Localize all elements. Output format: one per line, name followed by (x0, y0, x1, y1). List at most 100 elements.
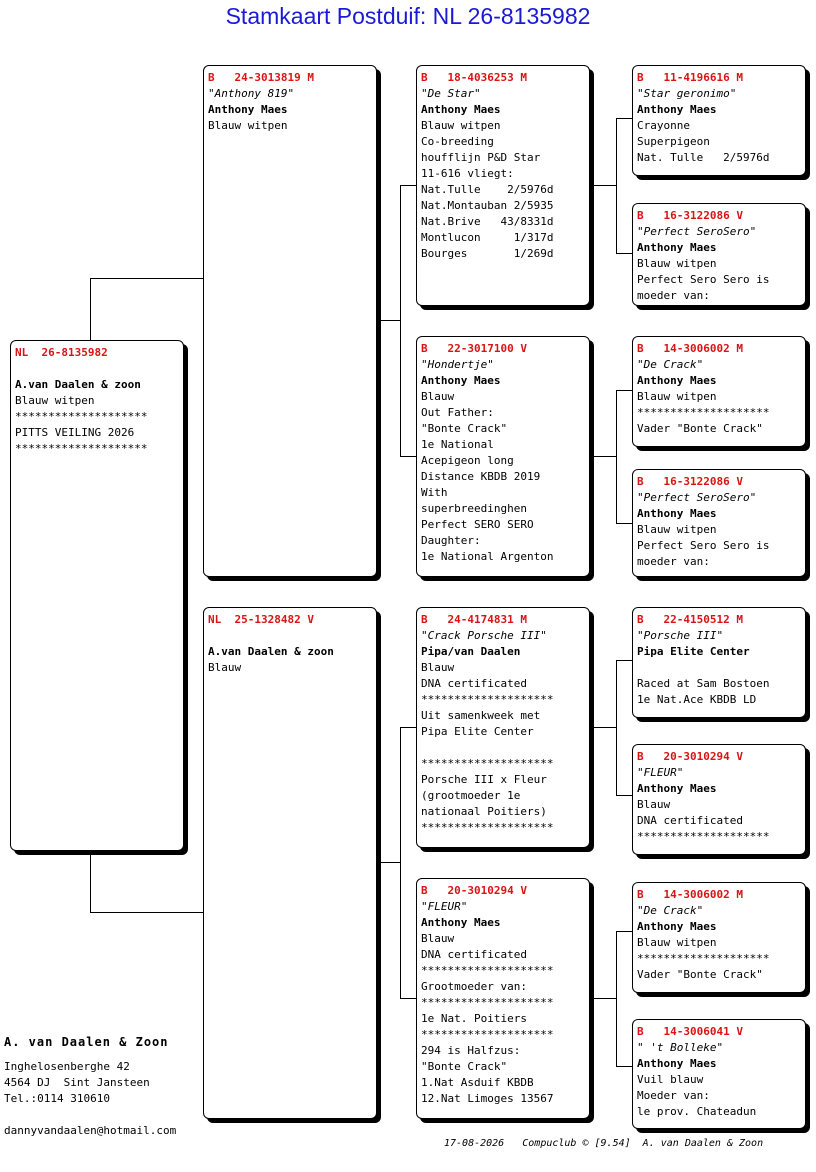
breeder-phone: Tel.:0114 310610 (4, 1092, 110, 1105)
ring-number: B 14-3006002 M (637, 888, 743, 901)
info-line: Blauw (421, 661, 455, 674)
maternal-grandmother-card[interactable]: B 20-3010294 V "FLEUR" Anthony Maes Blau… (416, 878, 590, 1119)
pigeon-name: "Star geronimo" (637, 87, 737, 100)
info-line: Grootmoeder van: (421, 980, 527, 993)
maternal-grandfather-card[interactable]: B 24-4174831 M "Crack Porsche III" Pipa/… (416, 607, 590, 848)
great-grandparent-card-mmm[interactable]: B 14-3006041 V " 't Bolleke" Anthony Mae… (632, 1019, 806, 1129)
owner-name: Anthony Maes (637, 103, 717, 116)
great-grandparent-card-mfm[interactable]: B 20-3010294 V "FLEUR" Anthony Maes Blau… (632, 744, 806, 855)
info-line: Blauw (208, 661, 242, 674)
info-line: ******************** (15, 410, 148, 423)
info-line: Uit samenkweek met (421, 709, 541, 722)
info-line: Blauw witpen (637, 936, 717, 949)
ring-number: B 16-3122086 V (637, 475, 743, 488)
pigeon-name: "Anthony 819" (208, 87, 295, 100)
page-title: Stamkaart Postduif: NL 26-8135982 (225, 3, 591, 29)
ring-number: B 11-4196616 M (637, 71, 743, 84)
info-line: Blauw (637, 798, 671, 811)
connector-line (616, 118, 617, 253)
breeder-email[interactable]: dannyvandaalen@hotmail.com (4, 1124, 177, 1137)
great-grandparent-card-fff[interactable]: B 11-4196616 M "Star geronimo" Anthony M… (632, 65, 806, 176)
info-line: DNA certificated (421, 948, 527, 961)
owner-name: Anthony Maes (208, 103, 288, 116)
info-line: "Bonte Crack" (421, 1060, 508, 1073)
connector-line (376, 320, 401, 321)
owner-name: Anthony Maes (637, 782, 717, 795)
info-line (15, 361, 183, 377)
info-line: Superpigeon (637, 135, 710, 148)
connector-line (616, 660, 633, 661)
mother-pigeon-card[interactable]: NL 25-1328482 V A.van Daalen & zoon Blau… (203, 607, 377, 1119)
ring-number: B 22-3017100 V (421, 342, 527, 355)
owner-name: Pipa/van Daalen (421, 645, 521, 658)
info-line: Acepigeon long (421, 454, 514, 467)
paternal-grandfather-card[interactable]: B 18-4036253 M "De Star" Anthony Maes Bl… (416, 65, 590, 306)
info-line: Co-breeding (421, 135, 494, 148)
info-line: 294 is Halfzus: (421, 1044, 521, 1057)
info-line: superbreedinghen (421, 502, 527, 515)
info-line (421, 740, 589, 756)
info-line: Nat.Tulle 2/5976d (421, 183, 554, 196)
breeder-info: A. van Daalen & Zoon Inghelosenberghe 42… (4, 1031, 176, 1139)
info-line: Blauw witpen (637, 523, 717, 536)
owner-name: Anthony Maes (637, 374, 717, 387)
info-line: Bourges 1/269d (421, 247, 554, 260)
info-line: le prov. Chateadun (637, 1105, 757, 1118)
ring-number: B 22-4150512 M (637, 613, 743, 626)
pigeon-name: "De Crack" (637, 904, 704, 917)
pigeon-name: "FLEUR" (421, 900, 468, 913)
info-line: Montlucon 1/317d (421, 231, 554, 244)
connector-line (616, 523, 633, 524)
subject-pigeon-card[interactable]: NL 26-8135982 A.van Daalen & zoon Blauw … (10, 340, 184, 851)
owner-name: Anthony Maes (421, 103, 501, 116)
info-line: Blauw (421, 390, 455, 403)
ring-number: B 24-3013819 M (208, 71, 314, 84)
paternal-grandmother-card[interactable]: B 22-3017100 V "Hondertje" Anthony Maes … (416, 336, 590, 577)
info-line: ******************** (421, 964, 554, 977)
pigeon-name: "Porsche III" (637, 629, 724, 642)
great-grandparent-card-mff[interactable]: B 22-4150512 M "Porsche III" Pipa Elite … (632, 607, 806, 718)
breeder-address-line: Inghelosenberghe 42 (4, 1060, 130, 1073)
owner-name: Anthony Maes (421, 916, 501, 929)
father-pigeon-card[interactable]: B 24-3013819 M "Anthony 819" Anthony Mae… (203, 65, 377, 577)
pigeon-name: "Perfect SeroSero" (637, 491, 757, 504)
info-line: 1e National (421, 438, 494, 451)
connector-line (616, 660, 617, 795)
great-grandparent-card-fmf[interactable]: B 14-3006002 M "De Crack" Anthony Maes B… (632, 336, 806, 447)
info-line: Nat.Montauban 2/5935 (421, 199, 554, 212)
pigeon-name: "De Star" (421, 87, 481, 100)
info-line: nationaal Poitiers) (421, 805, 547, 818)
info-line: 1.Nat Asduif KBDB (421, 1076, 534, 1089)
ring-number: B 24-4174831 M (421, 613, 527, 626)
connector-line (400, 185, 401, 456)
connector-line (616, 390, 617, 523)
info-line: Nat.Brive 43/8331d (421, 215, 554, 228)
connector-line (400, 998, 417, 999)
info-line: Perfect Sero Sero is (637, 273, 770, 286)
ring-number: B 16-3122086 V (637, 209, 743, 222)
info-line: Blauw (421, 932, 455, 945)
pigeon-name: "Crack Porsche III" (421, 629, 547, 642)
connector-line (400, 456, 417, 457)
connector-line (589, 456, 616, 457)
info-line: ******************** (421, 757, 554, 770)
info-line: 12.Nat Limoges 13567 (421, 1092, 554, 1105)
info-line: Blauw witpen (208, 119, 288, 132)
info-line: 1e Nat.Ace KBDB LD (637, 693, 757, 706)
info-line: Distance KBDB 2019 (421, 470, 541, 483)
ring-number: NL 25-1328482 V (208, 613, 314, 626)
great-grandparent-card-mmf[interactable]: B 14-3006002 M "De Crack" Anthony Maes B… (632, 882, 806, 993)
great-grandparent-card-ffm[interactable]: B 16-3122086 V "Perfect SeroSero" Anthon… (632, 203, 806, 306)
info-line: ******************** (15, 442, 148, 455)
ring-number: B 20-3010294 V (421, 884, 527, 897)
great-grandparent-card-fmm[interactable]: B 16-3122086 V "Perfect SeroSero" Anthon… (632, 469, 806, 577)
info-line: ******************** (421, 996, 554, 1009)
info-line: moeder van: (637, 555, 710, 568)
info-line: Nat. Tulle 2/5976d (637, 151, 770, 164)
info-line (637, 660, 805, 676)
info-line: ******************** (637, 830, 770, 843)
pigeon-name: "De Crack" (637, 358, 704, 371)
info-line: ******************** (421, 1028, 554, 1041)
connector-line (90, 278, 204, 279)
info-line: Daughter: (421, 534, 481, 547)
